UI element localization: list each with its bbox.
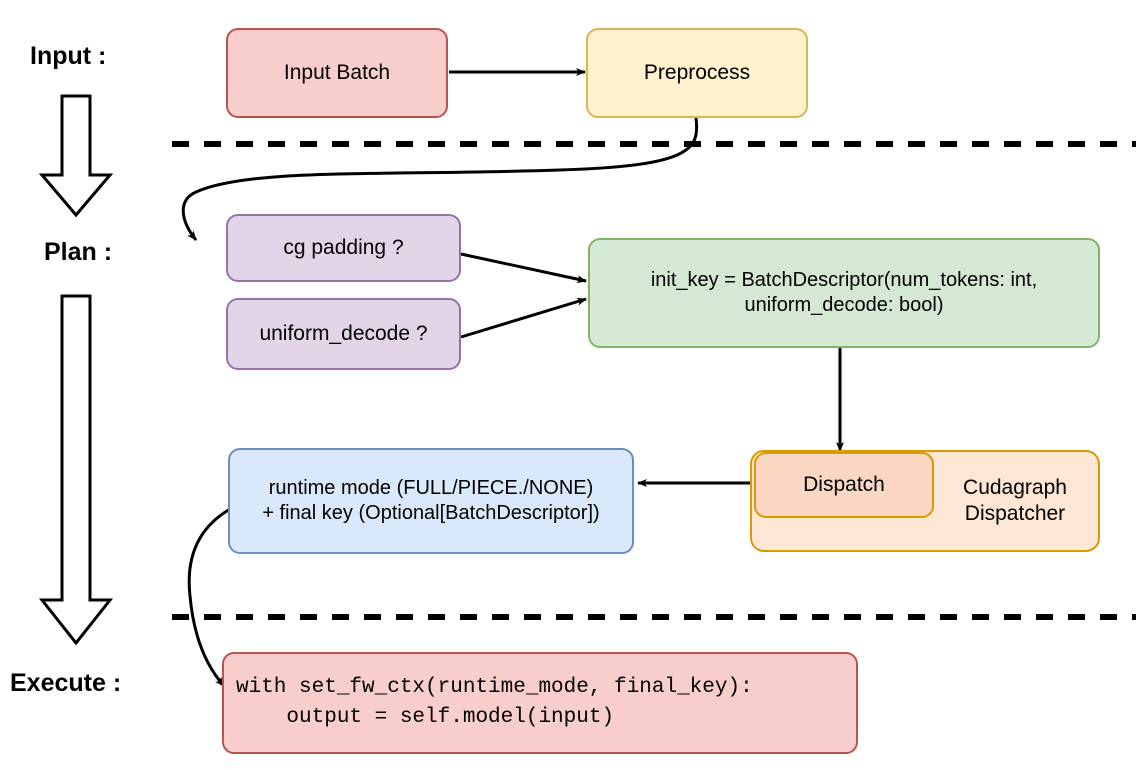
node-dispatch[interactable]: Dispatch — [754, 452, 934, 518]
node-runtime-mode[interactable]: runtime mode (FULL/PIECE./NONE) + final … — [228, 448, 634, 554]
edge-uniform-decode-to-init-key — [460, 297, 587, 339]
node-preprocess[interactable]: Preprocess — [586, 28, 808, 118]
node-cudagraph-dispatcher-label: Cudagraph Dispatcher — [963, 475, 1067, 525]
node-input-batch[interactable]: Input Batch — [226, 28, 448, 118]
node-execute-code[interactable]: with set_fw_ctx(runtime_mode, final_key)… — [222, 652, 858, 754]
stage-label-execute: Execute : — [10, 669, 122, 697]
node-uniform-decode[interactable]: uniform_decode ? — [226, 298, 461, 370]
stage-label-input: Input : — [30, 42, 107, 70]
edge-cg-padding-to-init-key — [460, 252, 587, 284]
node-cg-padding[interactable]: cg padding ? — [226, 214, 461, 282]
stage-arrow-plan-to-execute — [38, 294, 114, 646]
node-init-key[interactable]: init_key = BatchDescriptor(num_tokens: i… — [588, 238, 1100, 348]
stage-arrow-input-to-plan — [38, 94, 114, 218]
stage-label-plan: Plan : — [44, 238, 113, 266]
